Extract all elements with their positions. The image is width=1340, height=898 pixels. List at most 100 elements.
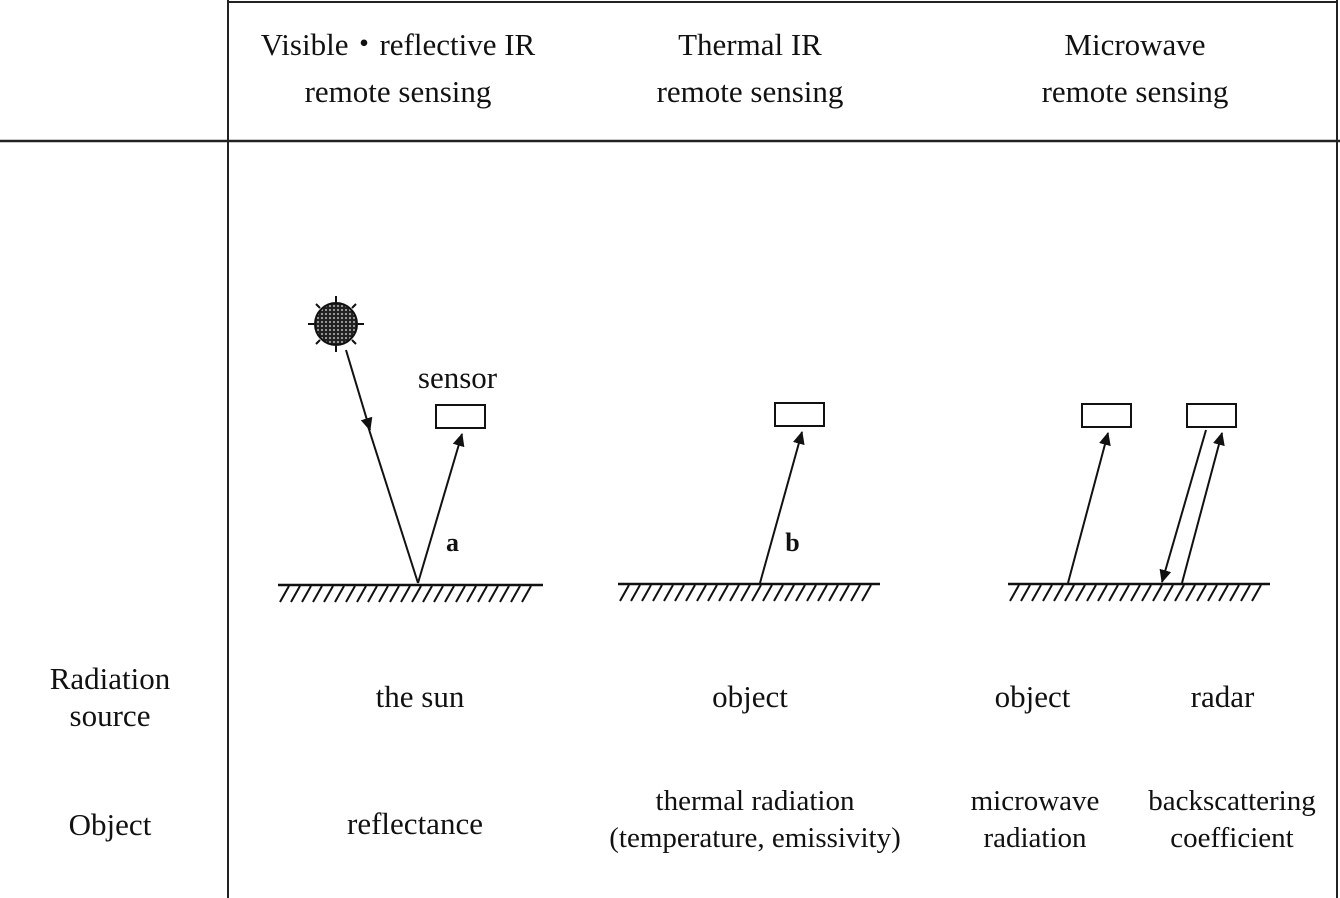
ground-hatch-mark — [1130, 584, 1141, 602]
ground-hatch-mark — [1185, 584, 1196, 602]
object-backscatter-line2: coefficient — [1170, 821, 1294, 854]
ground-hatch-mark — [1174, 584, 1185, 602]
source-thermal: object — [712, 679, 788, 714]
ground-hatch-mark — [707, 584, 718, 602]
ground-hatch-mark — [510, 585, 521, 603]
sensor-box-3 — [1081, 403, 1132, 428]
ground-surface-2 — [618, 582, 880, 602]
header-col-microwave-line1: Microwave — [1064, 27, 1206, 62]
ground-hatch-mark — [652, 584, 663, 602]
row-label-object: Object — [68, 807, 152, 842]
radar-return-ray — [1181, 432, 1225, 584]
ground-hatch-mark — [433, 585, 444, 603]
sensor-label: sensor — [417, 360, 498, 395]
radar-box — [1186, 403, 1237, 428]
header-col-visible-line2: remote sensing — [304, 74, 492, 110]
row-label-radiation-source: Radiation source — [20, 660, 200, 734]
ground-hatch-mark — [1042, 584, 1053, 602]
ground-hatch-mark — [1009, 584, 1020, 602]
ground-hatch-mark — [301, 585, 312, 603]
ground-hatch-mark — [312, 585, 323, 603]
ground-hatch-mark — [1251, 584, 1262, 602]
ground-hatch-mark — [422, 585, 433, 603]
ground-hatch-mark — [466, 585, 477, 603]
ground-hatch-mark — [1240, 584, 1251, 602]
microwave-emission-ray — [1067, 432, 1111, 584]
ground-hatch-mark — [674, 584, 685, 602]
ground-hatch-mark — [488, 585, 499, 603]
ground-hatch-mark — [367, 585, 378, 603]
ground-hatch-mark — [630, 584, 641, 602]
object-thermal-line2: (temperature, emissivity) — [609, 821, 901, 854]
ground-hatch-mark — [290, 585, 301, 603]
ground-hatch-mark — [850, 584, 861, 602]
radar-transmit-ray — [1159, 429, 1207, 583]
ground-hatch-mark — [1196, 584, 1207, 602]
source-visible: the sun — [375, 679, 465, 714]
incident-ray — [345, 349, 373, 431]
object-microwave-line1: microwave — [970, 785, 1100, 817]
ground-hatch-mark — [861, 584, 872, 602]
ground-hatch-mark — [762, 584, 773, 602]
sun-icon — [308, 296, 364, 352]
ground-hatch-mark — [389, 585, 400, 603]
ground-hatch-mark — [663, 584, 674, 602]
ground-hatch-mark — [1141, 584, 1152, 602]
ground-hatch-mark — [1152, 584, 1163, 602]
ground-hatch-mark — [411, 585, 422, 603]
ground-hatch-mark — [455, 585, 466, 603]
ground-hatch-mark — [828, 584, 839, 602]
emission-ray — [759, 431, 805, 584]
ground-hatch-mark — [1086, 584, 1097, 602]
row-label-radiation-line1: Radiation — [49, 661, 171, 696]
ground-hatch-mark — [345, 585, 356, 603]
ground-hatch-mark — [378, 585, 389, 603]
reflected-ray — [417, 433, 465, 584]
ground-hatch-mark — [1020, 584, 1031, 602]
header-col-thermal-line2: remote sensing — [656, 74, 844, 110]
object-backscattering: backscattering coefficient — [1132, 784, 1332, 856]
sensor-box-2 — [774, 402, 825, 427]
ground-hatch-mark — [1119, 584, 1130, 602]
object-thermal-line1: thermal radiation — [655, 785, 855, 817]
incident-ray-tail — [365, 419, 419, 584]
ground-hatch-mark — [1218, 584, 1229, 602]
row-label-radiation-line2: source — [69, 698, 151, 734]
ray-label-a: a — [446, 528, 459, 557]
header-col-thermal: Thermal IR remote sensing — [600, 26, 900, 110]
ground-hatch-mark — [740, 584, 751, 602]
ground-hatch-mark — [444, 585, 455, 603]
ground-hatch-mark — [1097, 584, 1108, 602]
ground-hatch-mark — [1163, 584, 1174, 602]
sensor-box-1 — [435, 404, 486, 429]
ground-hatch-mark — [806, 584, 817, 602]
ground-hatch-mark — [1031, 584, 1042, 602]
object-backscatter-line1: backscattering — [1148, 785, 1316, 817]
ground-surface-1 — [278, 583, 543, 603]
object-microwave-line2: radiation — [983, 821, 1087, 854]
source-microwave-radar: radar — [1190, 679, 1255, 714]
ground-hatch-mark — [839, 584, 850, 602]
ground-hatch-mark — [279, 585, 290, 603]
ground-hatch-mark — [619, 584, 630, 602]
ground-hatch-mark — [784, 584, 795, 602]
header-col-thermal-line1: Thermal IR — [678, 27, 822, 62]
header-col-visible-line1: Visible・reflective IR — [260, 27, 536, 62]
ground-hatch-mark — [773, 584, 784, 602]
ground-hatch-mark — [1053, 584, 1064, 602]
header-col-microwave-line2: remote sensing — [1041, 74, 1229, 110]
ground-hatch-mark — [334, 585, 345, 603]
ground-hatch-mark — [718, 584, 729, 602]
ground-hatch-mark — [400, 585, 411, 603]
object-thermal: thermal radiation (temperature, emissivi… — [580, 784, 930, 856]
object-visible: reflectance — [347, 806, 483, 841]
ground-hatch-mark — [1207, 584, 1218, 602]
ray-label-b: b — [785, 528, 800, 557]
ground-surface-3 — [1008, 582, 1270, 602]
ground-hatch-mark — [356, 585, 367, 603]
ground-hatch-mark — [521, 585, 532, 603]
ground-hatch-mark — [641, 584, 652, 602]
ground-hatch-mark — [1229, 584, 1240, 602]
header-col-visible: Visible・reflective IR remote sensing — [238, 26, 558, 110]
